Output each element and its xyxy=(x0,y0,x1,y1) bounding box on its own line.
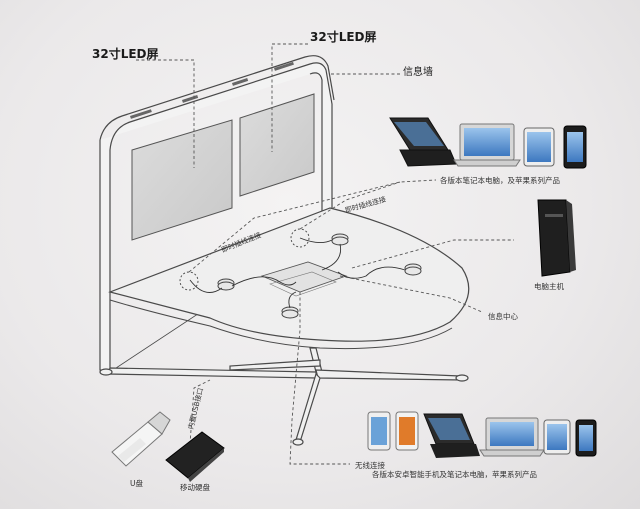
android-phone-device xyxy=(367,411,391,451)
leader-lines xyxy=(136,43,514,465)
orange-phone-device xyxy=(395,411,419,451)
info-wall-label: 信息墙 xyxy=(403,67,433,78)
info-center-panel xyxy=(260,261,348,297)
ipad-device xyxy=(523,127,555,167)
macbook-device-bottom xyxy=(479,417,545,457)
iphone-device-bottom xyxy=(575,419,597,457)
macbook-device xyxy=(453,123,521,167)
wireless-connect-label: 无线连接 xyxy=(355,461,385,470)
ipad-device-bottom xyxy=(543,419,571,455)
led-screen-left xyxy=(131,119,233,241)
info-center-label: 信息中心 xyxy=(488,312,518,321)
usb-stick xyxy=(111,411,171,467)
led-screen-right xyxy=(239,93,315,197)
mobile-hdd-label: 移动硬盘 xyxy=(180,483,210,492)
u-disk-label: U盘 xyxy=(130,479,143,488)
cable-connector-pucks xyxy=(217,233,422,319)
laptop-device xyxy=(389,117,457,167)
cables xyxy=(189,237,406,309)
iphone-device xyxy=(563,125,587,169)
portable-hdd xyxy=(165,431,225,482)
laptop-device-bottom xyxy=(423,413,480,458)
plug-connection-markers xyxy=(179,228,310,291)
led-screen-left-label: 32寸LED屏 xyxy=(92,47,159,61)
pc-host-label: 电脑主机 xyxy=(534,282,564,291)
table-top xyxy=(108,207,470,350)
pc-tower xyxy=(537,199,576,277)
mobile-devices-label: 各版本安卓智能手机及笔记本电脑，苹果系列产品 xyxy=(372,470,537,479)
table-legs xyxy=(99,347,469,446)
led-screen-right-label: 32寸LED屏 xyxy=(310,30,377,44)
laptops-apple-label: 各版本笔记本电脑，及苹果系列产品 xyxy=(440,176,560,185)
